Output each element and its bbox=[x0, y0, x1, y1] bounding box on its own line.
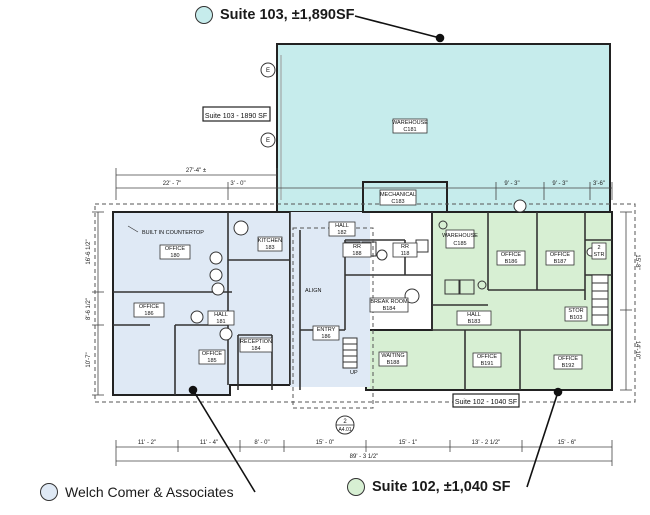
section-marker-sheet: A4.01 bbox=[338, 427, 351, 433]
suite102-walls bbox=[432, 212, 612, 390]
grid-marker-e-top: E bbox=[266, 68, 270, 74]
grid-marker-e-mid: E bbox=[266, 138, 270, 144]
stairs bbox=[342, 274, 609, 369]
suite102-tag-box bbox=[452, 393, 520, 408]
dim-top-2: 3' - 0" bbox=[230, 181, 245, 187]
room-warehouse-c185-num: C185 bbox=[453, 241, 466, 247]
leader-lines bbox=[188, 15, 563, 493]
room-office-185-name: OFFICE bbox=[202, 351, 222, 357]
room-hall-182-num: 182 bbox=[337, 230, 346, 236]
callout-suite-103: Suite 103, ±1,890SF bbox=[195, 6, 355, 24]
room-rr-188-name: RR bbox=[353, 244, 361, 250]
welch-fill-center bbox=[290, 212, 370, 387]
callout-suite-103-label: Suite 103, ±1,890SF bbox=[220, 7, 355, 23]
callout-suite-102-label: Suite 102, ±1,040 SF bbox=[372, 479, 511, 495]
callout-welch-label: Welch Comer & Associates bbox=[65, 484, 234, 500]
note-align: ALIGN bbox=[305, 288, 322, 294]
room-tag-boxes bbox=[133, 118, 607, 370]
room-break-room-num: B184 bbox=[383, 306, 396, 312]
dim-left-2: 8'-6 1/2" bbox=[86, 298, 92, 320]
plan-notes: BUILT IN COUNTERTOP ALIGN UP bbox=[142, 230, 358, 376]
room-mechanical-name: MECHANICAL bbox=[380, 192, 416, 198]
room-office-b191-num: B191 bbox=[481, 361, 494, 367]
room-office-b187-num: B187 bbox=[554, 259, 567, 265]
built-in-leader bbox=[127, 225, 139, 233]
room-hall-181-name: HALL bbox=[214, 312, 228, 318]
dim-top-4: 9' - 3" bbox=[552, 181, 567, 187]
room-office-b191-name: OFFICE bbox=[477, 354, 497, 360]
room-office-180-num: 180 bbox=[170, 253, 179, 259]
room-mechanical-num: C183 bbox=[391, 199, 404, 205]
dim-top-3: 9' - 3" bbox=[504, 181, 519, 187]
suite-103-color-dot bbox=[195, 6, 213, 24]
room-hall-182-name: HALL bbox=[335, 223, 349, 229]
welch-color-dot bbox=[40, 483, 58, 501]
suite-102-color-dot bbox=[347, 478, 365, 496]
room-hall-b183-name: HALL bbox=[467, 312, 481, 318]
dim-bottom-2: 11' - 4" bbox=[200, 440, 218, 446]
room-entry-num: 186 bbox=[321, 334, 330, 340]
dimension-texts-vertical: 16'-6 1/2" 8'-6 1/2" 10'-7" 15'-8" 14'-1… bbox=[86, 239, 640, 367]
room-office-b186-num: B186 bbox=[505, 259, 518, 265]
section-marker-number: 2 bbox=[343, 419, 347, 425]
dim-left-3: 10'-7" bbox=[86, 352, 92, 367]
callout-welch: Welch Comer & Associates bbox=[40, 483, 234, 501]
room-office-186-num: 186 bbox=[144, 311, 153, 317]
room-warehouse-c181-num: C181 bbox=[403, 127, 416, 133]
dimension-lines bbox=[92, 168, 632, 466]
dim-right-2: 14'-10" bbox=[634, 341, 640, 360]
room-str-name: STR bbox=[594, 252, 605, 258]
room-waiting-num: B188 bbox=[387, 360, 400, 366]
room-hall-181-num: 181 bbox=[216, 319, 225, 325]
dim-top-5: 3'-6" bbox=[593, 181, 605, 187]
room-str-num: 2 bbox=[597, 245, 600, 251]
dim-overall: 89' - 3 1/2" bbox=[350, 454, 379, 460]
room-hall-b183-num: B183 bbox=[468, 319, 481, 325]
room-stor-name: STOR bbox=[568, 308, 583, 314]
room-stor-num: B103 bbox=[570, 315, 583, 321]
dim-top-1: 22' - 7" bbox=[163, 181, 182, 187]
note-up: UP bbox=[350, 370, 358, 376]
room-office-185-num: 185 bbox=[207, 358, 216, 364]
room-office-186-name: OFFICE bbox=[139, 304, 159, 310]
dim-bottom-5: 15' - 1" bbox=[399, 440, 418, 446]
room-reception-num: 184 bbox=[251, 346, 260, 352]
suite103-tag-box bbox=[202, 106, 271, 122]
dim-bottom-6: 13' - 2 1/2" bbox=[472, 440, 501, 446]
room-entry-name: ENTRY bbox=[317, 327, 336, 333]
room-rr-188-num: 188 bbox=[352, 251, 361, 257]
room-office-b192-name: OFFICE bbox=[558, 356, 578, 362]
room-kitchen-name: KITCHEN bbox=[258, 238, 282, 244]
room-rr-118-name: RR bbox=[401, 244, 409, 250]
dim-bottom-1: 11' - 2" bbox=[138, 440, 156, 446]
room-office-b186-name: OFFICE bbox=[501, 252, 521, 258]
dashed-outlines bbox=[94, 203, 636, 409]
dim-left-1: 16'-6 1/2" bbox=[86, 239, 92, 264]
room-office-180-name: OFFICE bbox=[165, 246, 185, 252]
suite102-tag: Suite 102 - 1040 SF bbox=[455, 399, 517, 406]
room-office-b192-num: B192 bbox=[562, 363, 575, 369]
room-rr-118-num: 118 bbox=[401, 251, 410, 257]
suite103-tag: Suite 103 - 1890 SF bbox=[205, 113, 267, 120]
room-waiting-name: WAITING bbox=[381, 353, 404, 359]
dim-bottom-7: 15' - 6" bbox=[558, 440, 577, 446]
room-office-b187-name: OFFICE bbox=[550, 252, 570, 258]
room-kitchen-num: 183 bbox=[265, 245, 274, 251]
room-labels: WAREHOUSE C181 MECHANICAL C183 HALL 182 … bbox=[139, 120, 605, 369]
room-warehouse-c185-name: WAREHOUSE bbox=[442, 233, 478, 239]
dim-top-overall: 27'-4" ± bbox=[186, 168, 207, 174]
room-warehouse-c181-name: WAREHOUSE bbox=[392, 120, 428, 126]
room-break-room-name: BREAK ROOM bbox=[370, 299, 408, 305]
marker-texts: E E 2 A4.01 bbox=[266, 68, 352, 433]
dim-bottom-4: 15' - 0" bbox=[316, 440, 335, 446]
grid-markers bbox=[190, 62, 596, 435]
callout-suite-102: Suite 102, ±1,040 SF bbox=[347, 478, 511, 496]
dimension-texts: 27'-4" ± 22' - 7" 3' - 0" 9' - 3" 9' - 3… bbox=[138, 168, 605, 460]
dim-bottom-3: 8' - 0" bbox=[254, 440, 269, 446]
note-built-in: BUILT IN COUNTERTOP bbox=[142, 230, 204, 236]
mechanical-room bbox=[362, 181, 448, 213]
room-reception-name: RECEPTION bbox=[240, 339, 272, 345]
dim-right-1: 15'-8" bbox=[634, 254, 640, 269]
